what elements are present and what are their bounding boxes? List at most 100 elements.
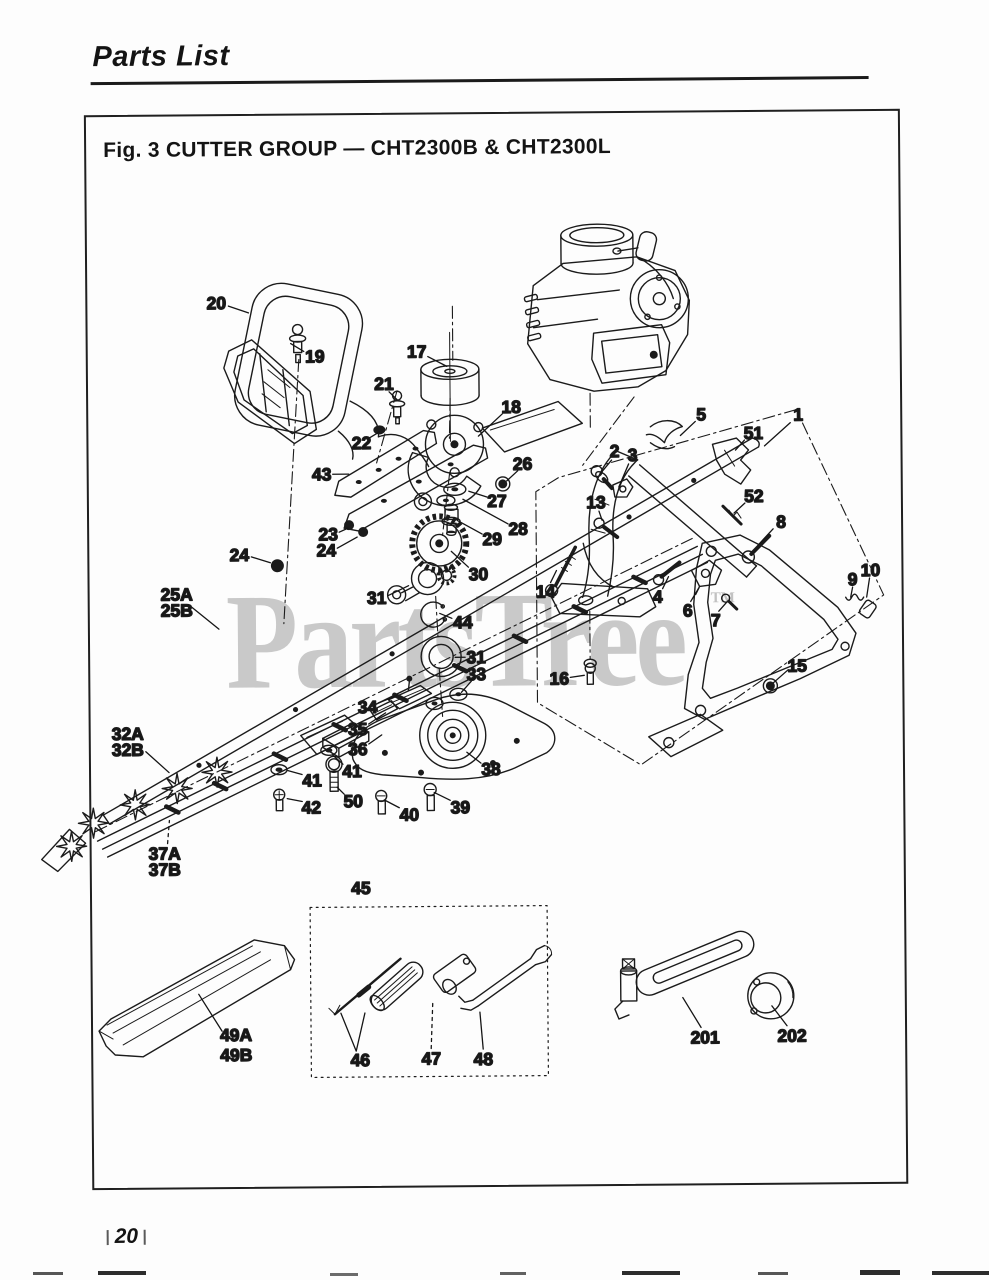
leader-line-46 [340, 1012, 366, 1052]
drive-gear-drawing [409, 513, 470, 586]
leader-line-41 [287, 769, 303, 776]
callout-39: 39 [451, 797, 471, 817]
callout-7: 7 [711, 610, 721, 630]
callout-3: 3 [628, 445, 638, 465]
leader-line-38 [466, 751, 482, 764]
leader-line-22 [368, 431, 381, 439]
callout-41: 41 [302, 770, 322, 790]
callout-34: 34 [358, 697, 378, 717]
leader-line-47 [430, 999, 434, 1050]
leader-line-25B [190, 605, 220, 630]
leader-line-16 [569, 674, 585, 679]
leader-line-9 [850, 586, 854, 598]
callout-37B: 37B [149, 859, 181, 879]
leader-line-3 [618, 463, 630, 488]
callout-13: 13 [586, 492, 606, 512]
leader-line-31 [386, 585, 410, 597]
callout-33: 33 [466, 664, 486, 684]
callout-19: 19 [305, 346, 325, 366]
leader-line-39 [433, 791, 451, 802]
blade-bar-25-drawing [102, 437, 760, 825]
blade-cover-drawing [98, 939, 296, 1058]
callout-16: 16 [549, 668, 569, 688]
callout-21: 21 [374, 374, 394, 394]
leader-line-48 [479, 1011, 484, 1050]
callout-49A: 49A [220, 1025, 253, 1045]
leader-line-34 [377, 695, 398, 704]
leader-line-7 [718, 601, 728, 612]
callout-29: 29 [482, 529, 502, 549]
leader-line-42 [286, 797, 303, 803]
leader-line-27 [468, 490, 488, 498]
callout-50: 50 [343, 791, 363, 811]
leader-line-41 [332, 754, 344, 765]
callout-41: 41 [342, 761, 362, 781]
callout-26: 26 [513, 454, 533, 474]
leader-line-49A [198, 993, 223, 1032]
callout-42: 42 [301, 797, 321, 817]
leader-line-18 [477, 413, 503, 437]
callout-27: 27 [487, 491, 507, 511]
callout-20: 20 [207, 293, 227, 313]
callout-36: 36 [348, 739, 368, 759]
leader-line-37A [166, 819, 171, 845]
callout-31: 31 [367, 588, 387, 608]
leader-line-24 [336, 536, 358, 549]
callout-10: 10 [861, 560, 881, 580]
callout-24: 24 [316, 540, 336, 560]
leader-line-35 [368, 712, 387, 725]
callout-4: 4 [653, 587, 663, 607]
frame-group-boundary [535, 409, 885, 766]
callout-14: 14 [536, 582, 556, 602]
cutter-blade-32-drawing [41, 537, 709, 873]
callout-28: 28 [508, 519, 528, 539]
callout-52: 52 [744, 486, 764, 506]
loop-handle-drawing [223, 282, 430, 468]
page-number-value: 20 [114, 1224, 139, 1249]
leader-line-23 [338, 527, 349, 533]
callout-32B: 32B [112, 740, 144, 760]
tool-kit-drawing [309, 904, 553, 1079]
leader-line-5 [679, 420, 696, 437]
page-number-tick-left [106, 1229, 109, 1245]
leader-line-17 [427, 355, 448, 368]
callout-5: 5 [696, 404, 706, 424]
callout-17: 17 [407, 342, 427, 362]
callout-47: 47 [421, 1048, 441, 1068]
callout-1: 1 [793, 405, 803, 425]
lower-fasteners-drawing [270, 744, 437, 815]
leader-line-14 [549, 569, 558, 584]
engine-drawing [523, 223, 691, 392]
callout-38: 38 [481, 759, 501, 779]
page-number: 20 [106, 1224, 147, 1249]
leader-line-15 [772, 669, 789, 684]
callout-8: 8 [776, 512, 786, 532]
callout-32A: 32A [112, 724, 145, 744]
callout-202: 202 [777, 1026, 807, 1046]
callout-25B: 25B [161, 600, 193, 620]
leader-line-52 [733, 502, 746, 514]
callout-22: 22 [352, 433, 372, 453]
leader-line-51 [734, 439, 746, 451]
callout-49B: 49B [220, 1045, 252, 1065]
callout-201: 201 [690, 1027, 720, 1047]
callout-40: 40 [400, 805, 420, 825]
leader-line-4 [661, 575, 670, 590]
rotor-cam-drawing [407, 400, 584, 507]
callout-30: 30 [469, 564, 489, 584]
leader-line-40 [383, 799, 400, 809]
callout-37A: 37A [149, 843, 182, 863]
callout-45: 45 [351, 878, 371, 898]
leader-line-24 [250, 556, 272, 564]
callout-35: 35 [348, 719, 368, 739]
callout-23: 23 [318, 524, 338, 544]
callout-51: 51 [744, 423, 764, 443]
leader-line-202 [771, 1005, 788, 1027]
connecting-rod-drawing [386, 561, 468, 711]
callout-48: 48 [473, 1049, 493, 1069]
leader-line-44 [439, 612, 453, 619]
